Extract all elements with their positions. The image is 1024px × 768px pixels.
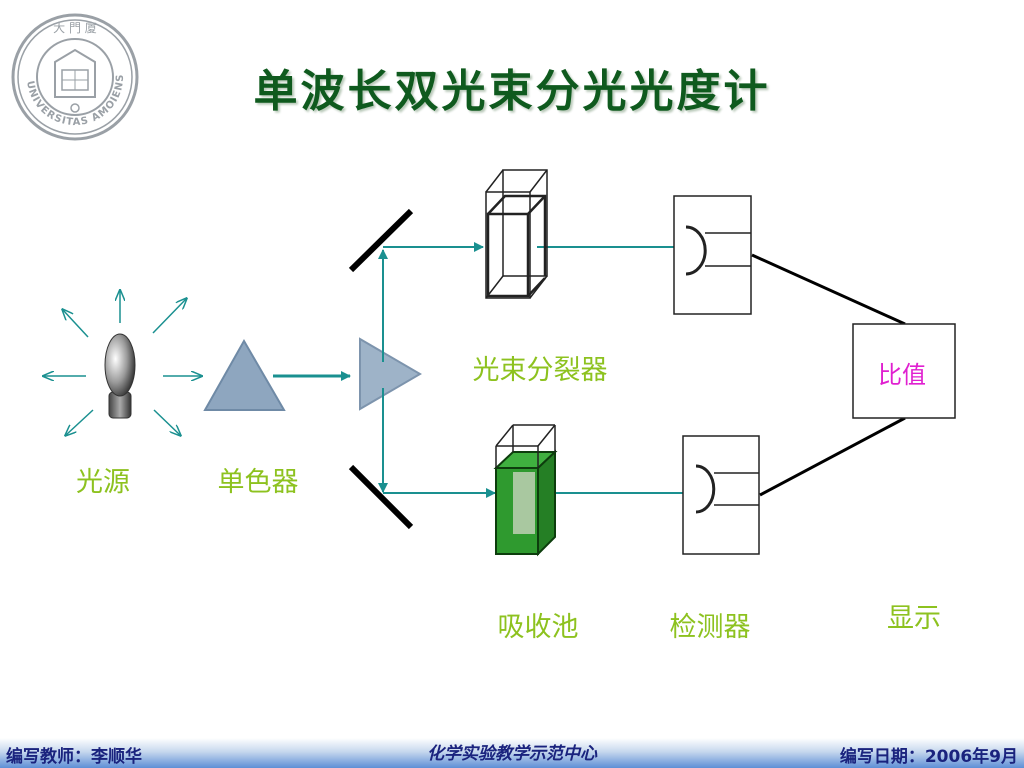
label-beam-splitter: 光束分裂器 xyxy=(473,355,608,386)
cuvette-icon xyxy=(493,424,558,557)
mirror-icon xyxy=(348,464,414,530)
label-cell: 吸收池 xyxy=(498,612,579,643)
beam-splitter-icon xyxy=(359,337,422,411)
ratio-label: 比值 xyxy=(878,361,926,389)
footer-bar xyxy=(0,738,1024,768)
footer-center-title: 化学实验教学示范中心 xyxy=(427,744,597,764)
wire-upper xyxy=(751,253,906,326)
footer-author: 编写教师：李顺华 xyxy=(6,747,142,767)
prism-icon xyxy=(203,338,286,411)
label-monochromator: 单色器 xyxy=(218,467,299,498)
logo-top-text: 大 門 廈 xyxy=(53,20,97,35)
cuvette-icon xyxy=(485,169,548,299)
lamp-icon xyxy=(104,333,136,419)
detector-icon xyxy=(673,195,752,315)
spectrophotometer-diagram: 比值 光源 单色器 光束分裂器 吸收池 检测器 显示 xyxy=(0,169,956,643)
ratio-box xyxy=(852,323,956,419)
label-light-source: 光源 xyxy=(76,467,130,498)
mirror-icon xyxy=(348,208,414,273)
footer-date: 编写日期：2006年9月 xyxy=(839,747,1018,767)
label-display: 显示 xyxy=(887,603,941,634)
university-logo: UNIVERSITAS AMOIENSIS 大 門 廈 xyxy=(10,12,139,141)
slide-title: 单波长双光束分光光度计 xyxy=(253,66,771,117)
radiating-light-arrows xyxy=(44,291,201,435)
label-detector: 检测器 xyxy=(670,612,751,643)
wire-lower xyxy=(759,416,906,497)
detector-icon xyxy=(682,435,760,555)
